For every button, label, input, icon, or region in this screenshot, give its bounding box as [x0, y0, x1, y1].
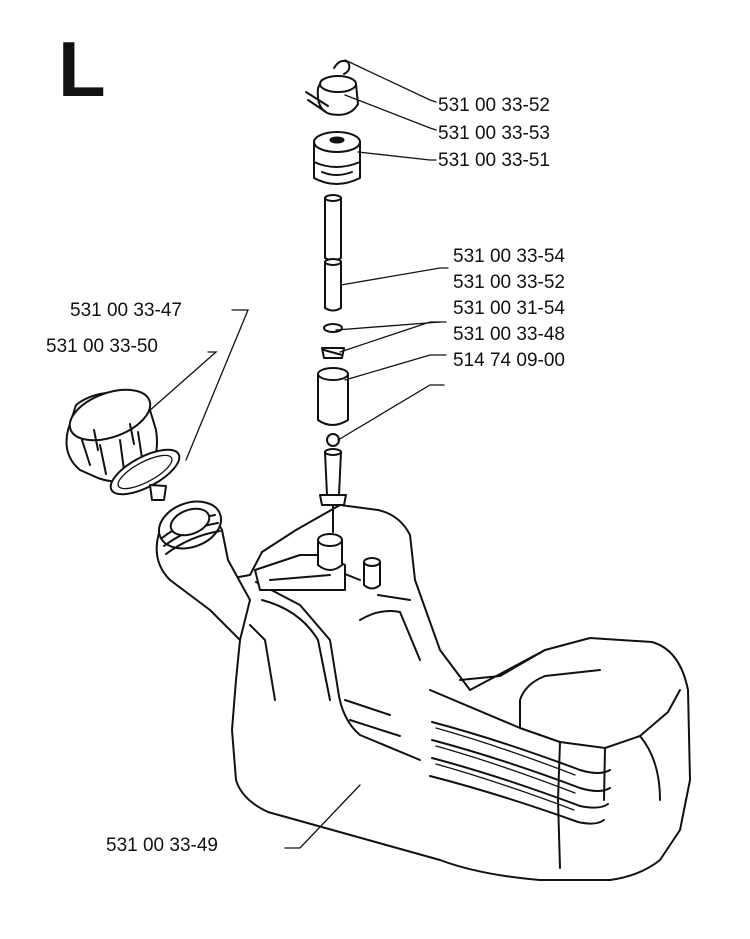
part-label-531-00-33-52-clip: 531 00 33-52: [438, 95, 550, 116]
part-label-531-00-33-49-tank: 531 00 33-49: [106, 835, 218, 856]
part-label-531-00-31-54-washer: 531 00 31-54: [453, 298, 565, 319]
part-label-514-74-09-00-filter: 514 74 09-00: [453, 350, 565, 371]
part-label-531-00-33-52-clip-lower: 531 00 33-52: [453, 272, 565, 293]
tank-cap: [65, 388, 158, 483]
part-label-531-00-33-53-guide: 531 00 33-53: [438, 123, 550, 144]
section-letter: L: [58, 25, 106, 113]
cap-gasket: [109, 448, 181, 501]
fuel-tank: [155, 500, 691, 881]
fuel-pickup-stack: [305, 59, 361, 533]
part-label-531-00-33-48-spring: 531 00 33-48: [453, 324, 565, 345]
leader-lines: [147, 59, 449, 849]
part-label-531-00-33-54-hose: 531 00 33-54: [453, 246, 565, 267]
part-label-531-00-33-51-grommet: 531 00 33-51: [438, 150, 550, 171]
part-label-531-00-33-47-gasket: 531 00 33-47: [70, 300, 182, 321]
part-label-531-00-33-50-cap: 531 00 33-50: [46, 336, 158, 357]
